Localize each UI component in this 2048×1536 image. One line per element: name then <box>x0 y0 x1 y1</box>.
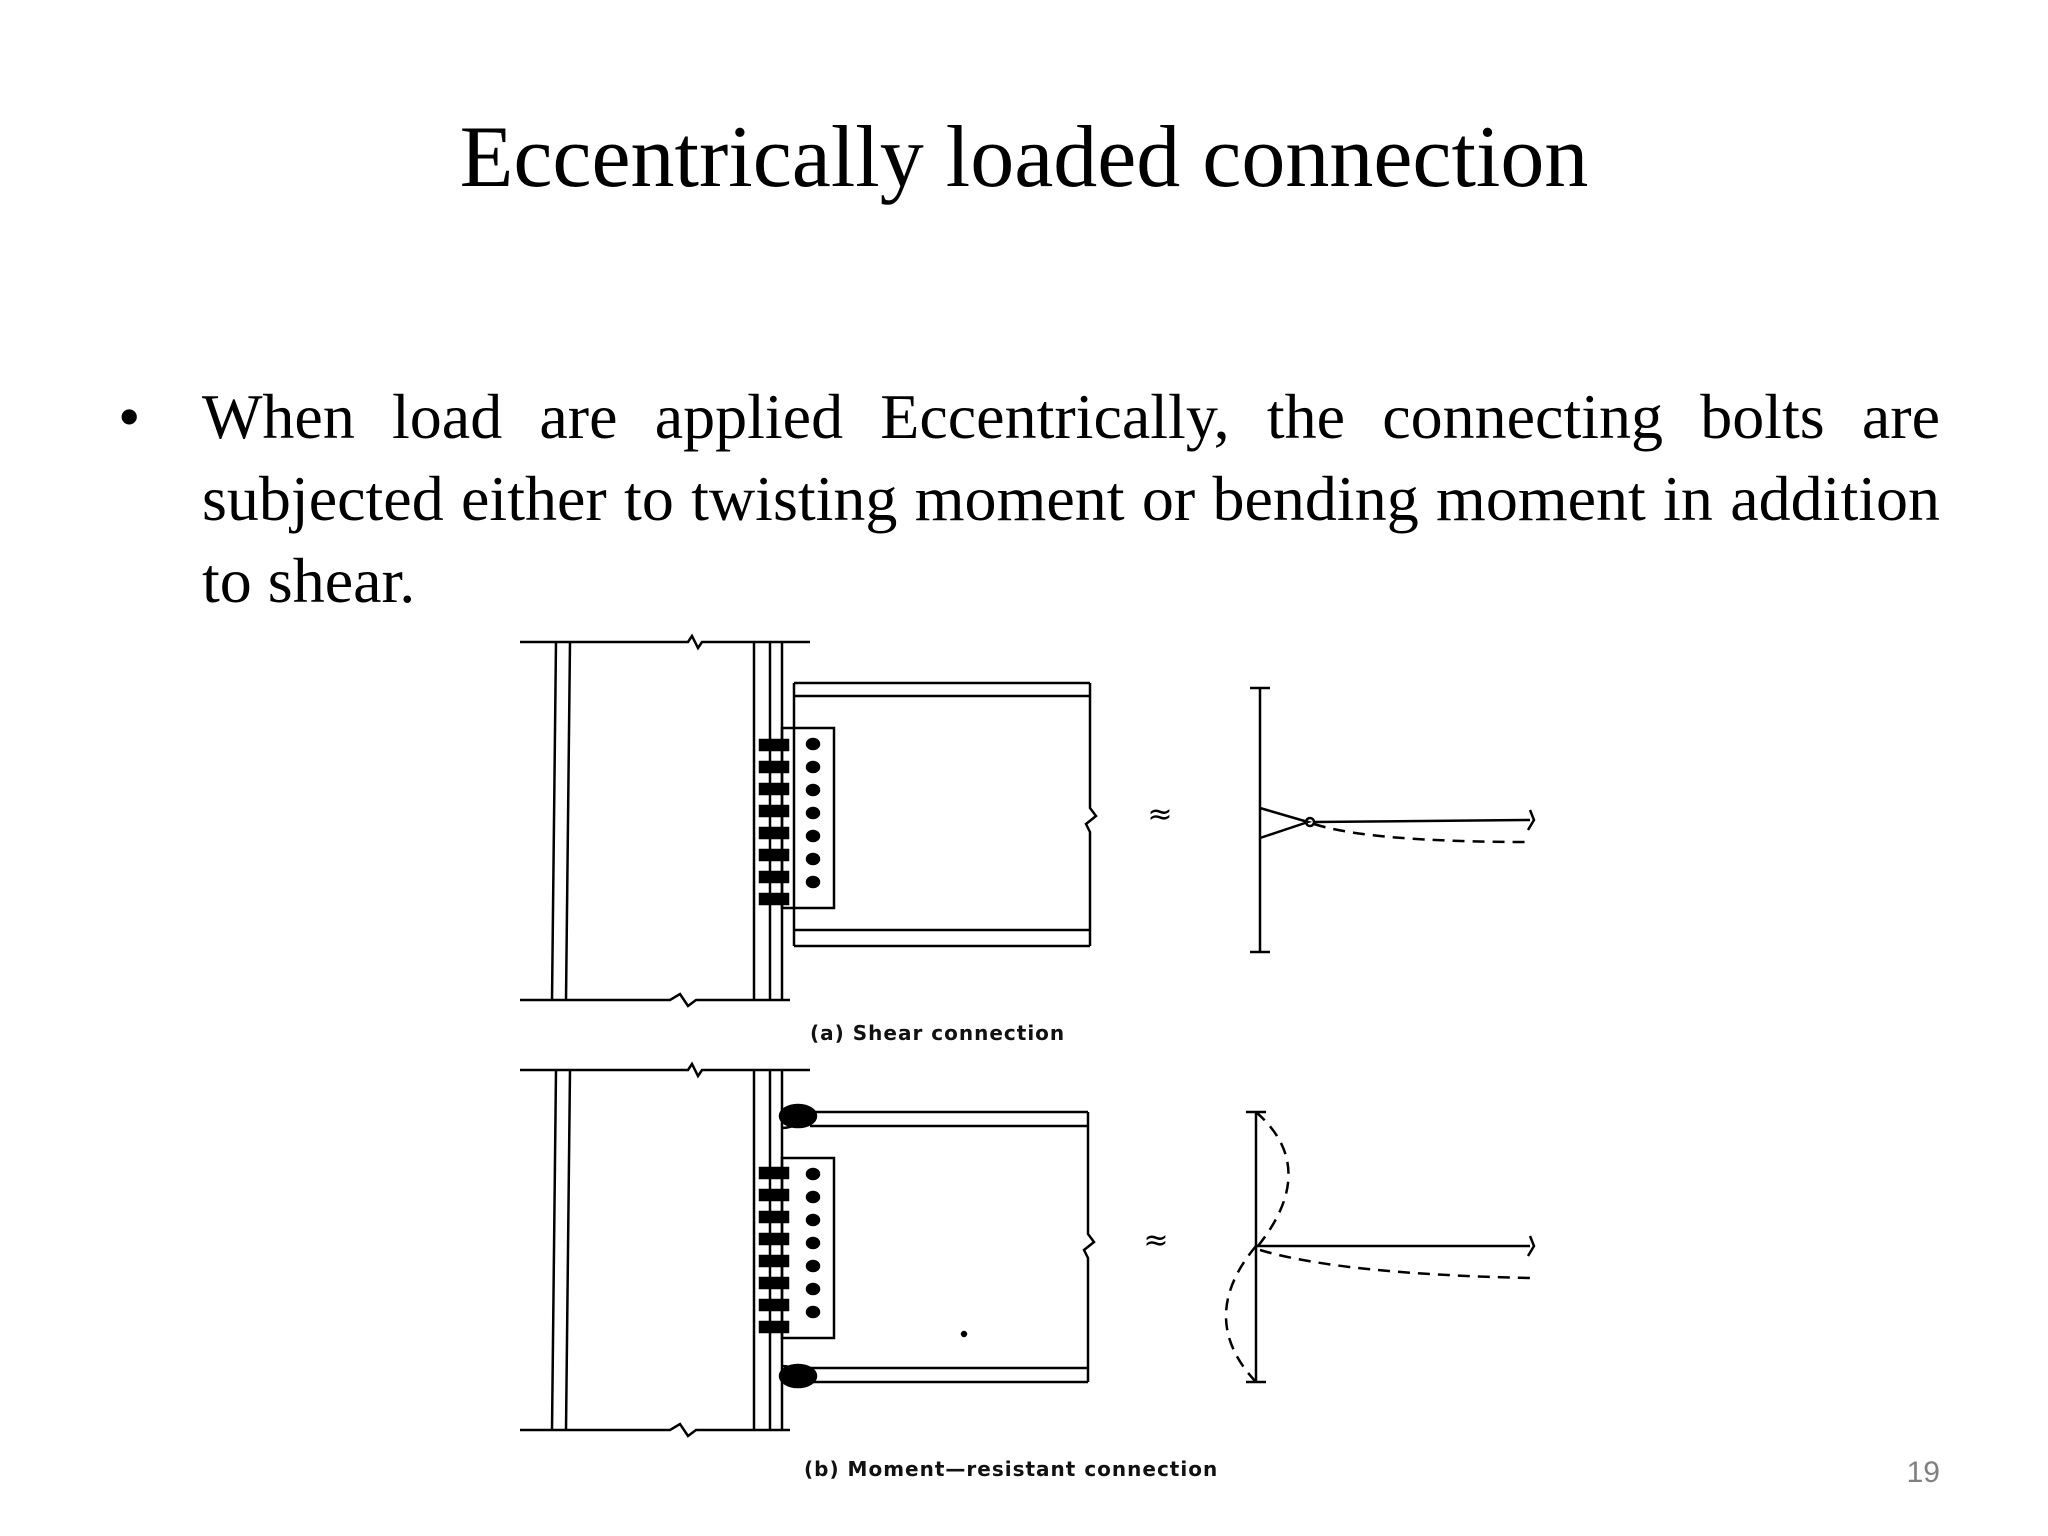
shear-model-a <box>1250 686 1536 954</box>
bolts-b <box>758 1166 821 1334</box>
connection-figure: ≈ ≈ (a) Shear connection (b) Moment—resi… <box>520 633 1536 1481</box>
moment-connection-drawing <box>520 1061 1536 1438</box>
page-number: 19 <box>1906 1456 1940 1489</box>
caption-shear-connection: (a) Shear connection <box>810 1021 1065 1045</box>
caption-moment-resistant-connection: (b) Moment—resistant connection <box>804 1457 1218 1481</box>
column-b <box>520 1061 810 1438</box>
bolts-a <box>758 737 821 906</box>
column-a <box>520 633 810 1008</box>
shear-connection-drawing <box>520 633 1536 1008</box>
moment-model-b <box>960 1110 1536 1384</box>
beam-b <box>781 1110 1096 1384</box>
slide-title: Eccentrically loaded connection <box>459 109 1589 206</box>
approx-symbol-a: ≈ <box>1147 797 1172 832</box>
approx-symbol-b: ≈ <box>1143 1223 1168 1258</box>
bullet-marker: • <box>118 381 141 452</box>
bullet-text: When load are applied Eccentrically, the… <box>202 381 1940 616</box>
beam-a <box>792 681 1098 948</box>
